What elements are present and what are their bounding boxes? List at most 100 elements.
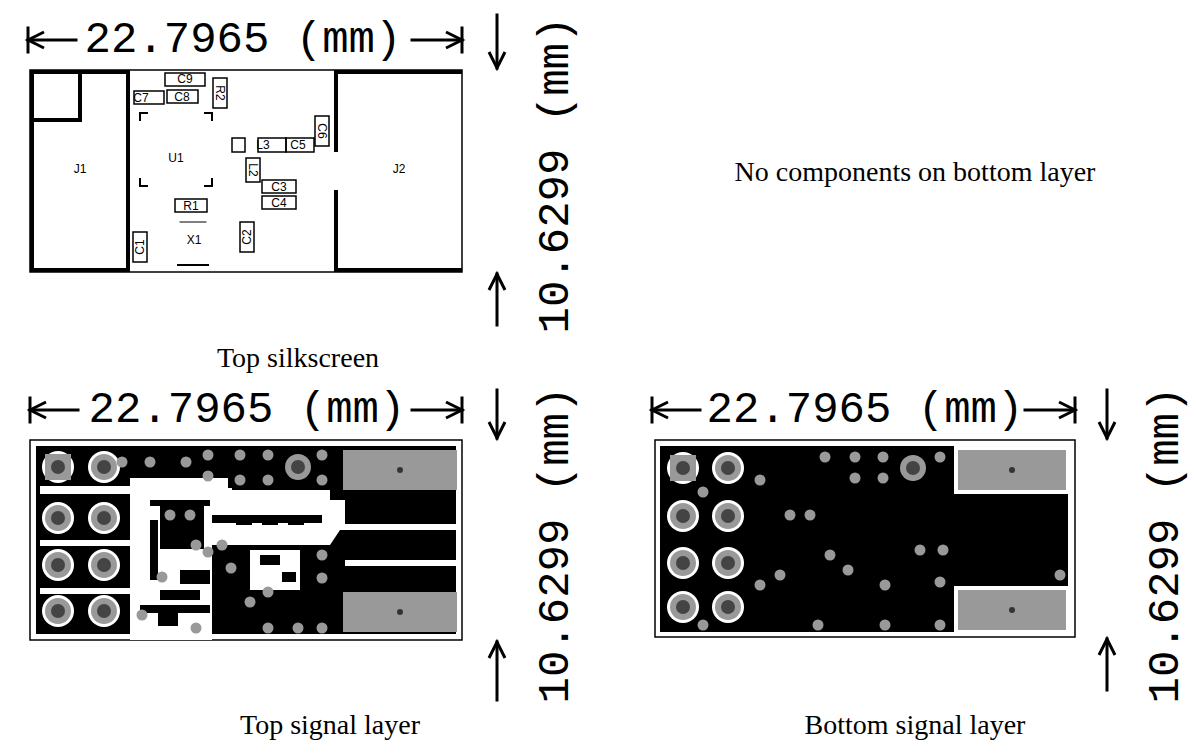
pad-center [1009, 467, 1015, 473]
via [203, 471, 214, 482]
component-outline [167, 90, 198, 103]
part-label: C1 [134, 239, 146, 254]
connector-outline [334, 72, 338, 150]
arrow-head [30, 402, 46, 418]
connector-j1: J1 [32, 72, 128, 270]
part-label: C4 [271, 197, 286, 209]
part-label: C5 [290, 139, 305, 151]
ic-corner [204, 113, 212, 121]
via [935, 452, 946, 463]
pad-ring [712, 500, 744, 532]
via [157, 572, 168, 583]
clearance [212, 490, 330, 545]
pad [45, 552, 71, 578]
copper-trace [140, 605, 210, 613]
drill [721, 509, 735, 523]
part-label: C7 [133, 92, 148, 104]
pad-center [1009, 607, 1015, 613]
pad [715, 594, 741, 620]
clearance [954, 586, 1068, 634]
drill [676, 461, 690, 475]
via [203, 547, 214, 558]
via [263, 450, 274, 461]
clearance [330, 500, 456, 545]
drill [676, 556, 690, 570]
smd-pad [958, 450, 1066, 490]
via [263, 587, 274, 598]
part-label: R1 [183, 200, 198, 212]
pad [91, 552, 117, 578]
part-label: R2 [214, 85, 226, 100]
dimension-line [496, 274, 499, 325]
dimension-line [496, 390, 499, 438]
drill [97, 604, 111, 618]
drill [721, 600, 735, 614]
arrow-head [1059, 402, 1075, 418]
via [843, 565, 854, 576]
pad [91, 598, 117, 624]
large-via [900, 455, 926, 481]
drill [721, 461, 735, 475]
via [850, 452, 861, 463]
pad [91, 505, 117, 531]
smd-pad [343, 450, 457, 490]
arrow-head [28, 32, 44, 48]
pad [670, 550, 696, 576]
via [805, 510, 816, 521]
drill [721, 556, 735, 570]
pad-ring [712, 452, 744, 484]
dimension-line [30, 409, 78, 412]
panel-caption: Top signal layer [240, 711, 420, 739]
pad [715, 455, 741, 481]
panel-caption: Bottom signal layer [805, 711, 1026, 739]
copper-trace [180, 570, 210, 584]
dimension-line [412, 409, 462, 412]
pad [715, 550, 741, 576]
pin1-marker [32, 72, 80, 120]
pad-ring [88, 451, 120, 483]
dimension-label: 10.6299 (mm) [534, 17, 578, 334]
via [117, 457, 128, 468]
drill [51, 604, 65, 618]
via [698, 487, 709, 498]
via [145, 457, 156, 468]
via [263, 623, 274, 634]
pad [715, 503, 741, 529]
clearance [250, 550, 300, 590]
pad-ring [42, 502, 74, 534]
pad-ring [88, 549, 120, 581]
drill [97, 460, 111, 474]
via [935, 577, 946, 588]
connector-outline [32, 72, 128, 270]
component-outline [315, 116, 329, 146]
pad-ring [667, 547, 699, 579]
board-outline [655, 440, 1075, 637]
drill [51, 511, 65, 525]
part-label: C6 [316, 123, 328, 138]
copper-trace [262, 515, 278, 525]
part-label: L3 [256, 139, 269, 151]
via [217, 540, 228, 551]
part-label: C8 [174, 91, 189, 103]
board-outline [30, 440, 462, 640]
pad [670, 594, 696, 620]
connector-label: J1 [74, 163, 87, 175]
via [755, 475, 766, 486]
pad-ring [667, 452, 699, 484]
smd-pad [343, 592, 457, 632]
pad [670, 455, 696, 481]
crystal-mark [178, 264, 208, 266]
pad-ring [667, 500, 699, 532]
via [935, 620, 946, 631]
dimension-line [1106, 639, 1109, 690]
part-label: C2 [241, 229, 253, 244]
panel-caption: Top silkscreen [217, 344, 379, 372]
drill [97, 511, 111, 525]
via [245, 597, 256, 608]
arrow-head [446, 402, 462, 418]
dimension-line [652, 409, 700, 412]
part-label: X1 [187, 234, 202, 246]
via [317, 623, 328, 634]
pad-ring [88, 502, 120, 534]
pad-center [397, 467, 403, 473]
